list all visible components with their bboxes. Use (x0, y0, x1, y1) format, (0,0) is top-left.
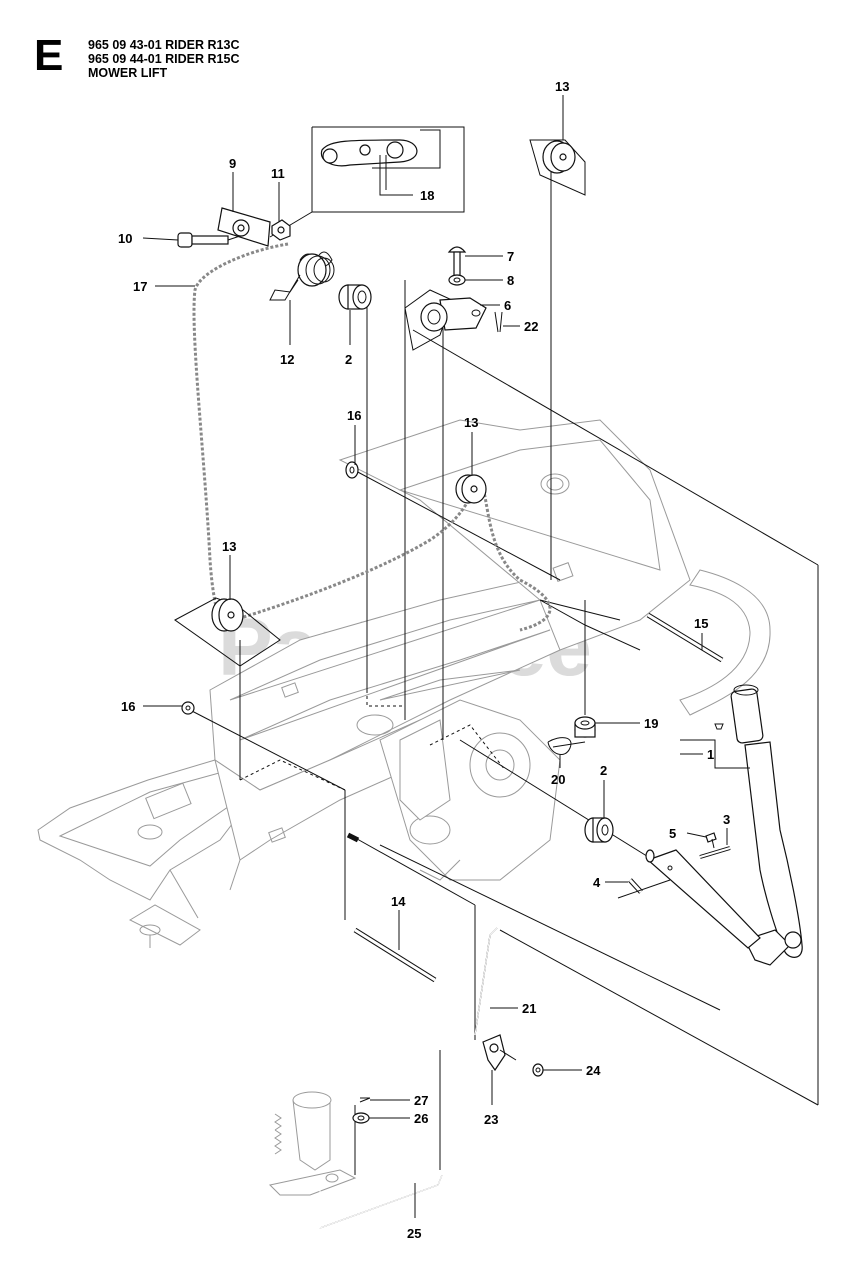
bushing-2-lower (584, 817, 614, 843)
callout-14: 14 (391, 894, 406, 909)
callout-25: 25 (407, 1226, 421, 1241)
pivot-bracket-6 (404, 289, 487, 351)
chain-attachment-inset (269, 126, 465, 238)
callout-5: 5 (669, 826, 676, 841)
chain-17 (192, 242, 289, 621)
callout-21: 21 (522, 1001, 536, 1016)
lever-plate-23 (482, 1034, 517, 1072)
bolt-10 (177, 232, 241, 248)
model-line-r13c: 965 09 43-01 RIDER R13C (88, 38, 240, 52)
section-letter: E (34, 31, 64, 80)
callout-1: 1 (707, 747, 714, 762)
clip-16-top (345, 461, 359, 479)
callout-19: 19 (644, 716, 658, 731)
callout-7: 7 (507, 249, 514, 264)
link-rod-21 (474, 927, 498, 1036)
lift-lever-1 (680, 684, 803, 966)
callout-13-middle: 13 (464, 415, 478, 430)
washer-8 (448, 274, 466, 286)
pulley-13-left (174, 597, 281, 667)
callout-4: 4 (593, 875, 601, 890)
bracket-9 (217, 207, 271, 247)
nut-11 (271, 219, 291, 241)
callout-11: 11 (271, 166, 285, 181)
callout-10: 10 (118, 231, 132, 246)
pedal-arm (268, 1091, 357, 1196)
callout-27: 27 (414, 1093, 428, 1108)
rod-15 (646, 612, 724, 663)
callout-2-top: 2 (345, 352, 352, 367)
assembly-title: MOWER LIFT (88, 66, 168, 80)
collar-19 (574, 716, 596, 738)
pulley-13-middle (455, 474, 487, 504)
pulley-13-top (529, 139, 586, 196)
callout-22: 22 (524, 319, 538, 334)
chassis-frame (37, 419, 771, 948)
rod-25 (319, 1160, 443, 1229)
callout-2-lower: 2 (600, 763, 607, 778)
callout-3: 3 (723, 812, 730, 827)
callout-17: 17 (133, 279, 147, 294)
callout-16-left: 16 (121, 699, 135, 714)
clip-24 (532, 1063, 544, 1077)
callout-26: 26 (414, 1111, 428, 1126)
callout-labels: 13 9 11 18 10 7 8 17 6 22 12 2 16 13 13 … (118, 79, 730, 1241)
hairpin-27 (359, 1097, 371, 1103)
model-info: 965 09 43-01 RIDER R13C 965 09 44-01 RID… (88, 38, 239, 80)
screw-5 (705, 832, 717, 849)
callout-8: 8 (507, 273, 514, 288)
bolt-7 (447, 246, 467, 277)
lift-shaft (645, 849, 761, 949)
washer-26 (352, 1112, 370, 1124)
clip-16-left (181, 701, 195, 715)
callout-12: 12 (280, 352, 294, 367)
roll-pin-4 (617, 878, 671, 899)
callout-23: 23 (484, 1112, 498, 1127)
callout-20: 20 (551, 772, 565, 787)
callout-24: 24 (586, 1063, 601, 1078)
callout-9: 9 (229, 156, 236, 171)
callout-15: 15 (694, 616, 708, 631)
hairpin-clip-20 (547, 737, 586, 756)
model-line-r15c: 965 09 44-01 RIDER R15C (88, 52, 240, 66)
callout-13-top: 13 (555, 79, 569, 94)
rod-14 (346, 832, 437, 983)
callout-18: 18 (420, 188, 434, 203)
chain-17-upper (233, 479, 480, 622)
cotter-pin-22 (494, 311, 503, 333)
callout-6: 6 (504, 298, 511, 313)
bushing-2-top (338, 284, 372, 310)
spring-12 (269, 251, 335, 301)
callout-16-top: 16 (347, 408, 361, 423)
chain-17-right (478, 479, 552, 632)
callout-13-left: 13 (222, 539, 236, 554)
pin-3 (699, 846, 731, 859)
callout-leaders (142, 95, 728, 1218)
